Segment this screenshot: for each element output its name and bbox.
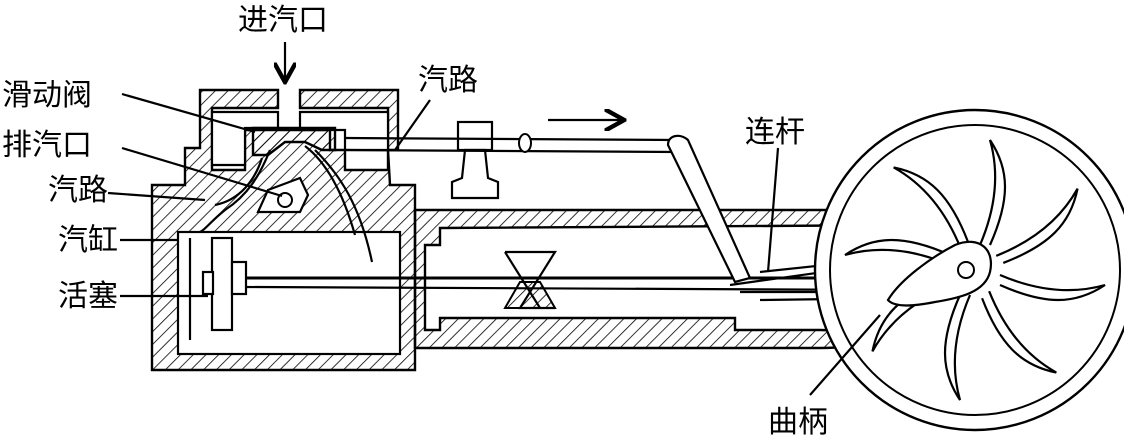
leader-lines	[107, 92, 881, 396]
label-connecting-rod: 连杆	[745, 115, 805, 150]
label-steam-inlet: 进汽口	[238, 3, 328, 38]
steam-passages	[199, 145, 374, 263]
label-steam-passage-top: 汽路	[418, 63, 478, 98]
label-crank: 曲柄	[768, 405, 828, 440]
label-cylinder: 汽缸	[58, 223, 118, 258]
crank	[886, 240, 993, 307]
governor	[450, 120, 500, 200]
valve-rod	[344, 133, 752, 284]
crosshead	[503, 250, 557, 310]
label-exhaust-port: 排汽口	[2, 128, 92, 163]
label-slide-valve: 滑动阀	[2, 78, 92, 113]
slide-valve	[251, 126, 337, 157]
label-steam-passage-left: 汽路	[48, 173, 108, 208]
piston	[188, 236, 248, 340]
label-piston: 活塞	[58, 279, 118, 314]
